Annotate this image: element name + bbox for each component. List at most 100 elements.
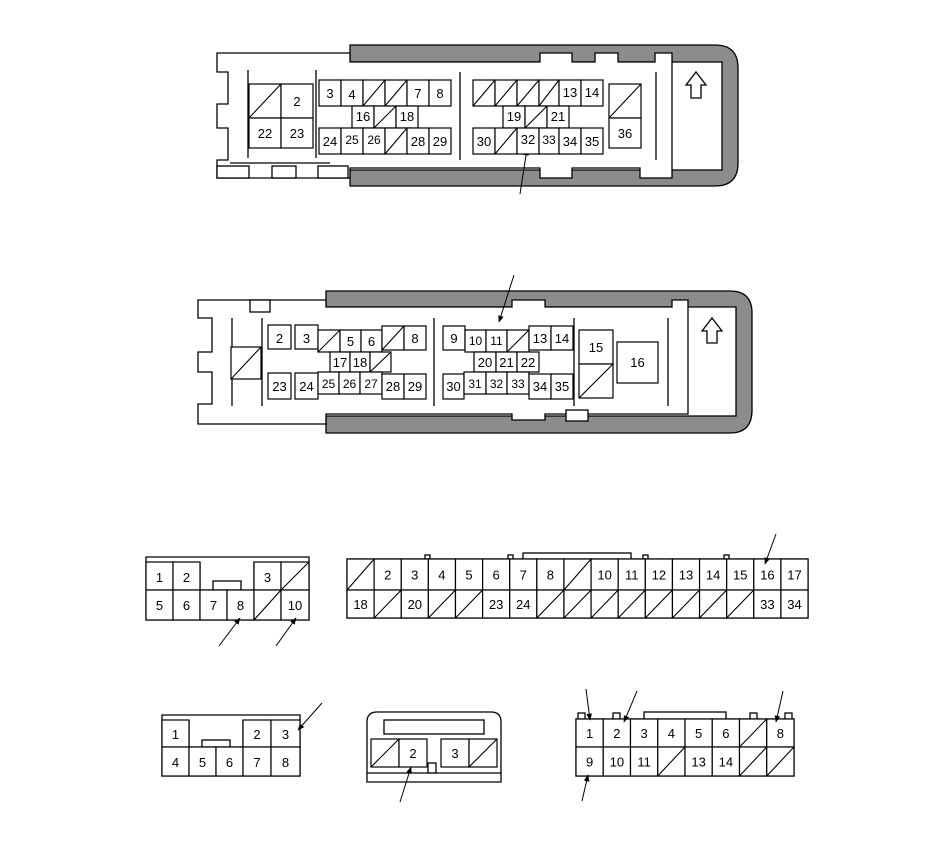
pin-label: 14	[706, 568, 720, 583]
empty-cavity-slash	[455, 589, 483, 619]
pin-label: 29	[433, 134, 447, 149]
pin-label: 1	[586, 726, 593, 741]
pin-cell	[753, 589, 782, 619]
pin-label: 23	[272, 379, 286, 394]
pin-label: 10	[469, 334, 483, 348]
pin-label: 24	[516, 597, 530, 612]
empty-cavity-slash	[373, 589, 402, 619]
pin-label: 30	[477, 134, 491, 149]
pin-label: 4	[172, 755, 179, 770]
pin-label: 12	[652, 568, 666, 583]
pin-label: 7	[520, 568, 527, 583]
pin-label: 20	[408, 597, 422, 612]
pointer-arrow-icon	[623, 690, 638, 723]
pin-label: 6	[368, 334, 375, 349]
pin-label: 14	[555, 331, 569, 346]
pointer-arrow-icon	[774, 690, 784, 723]
connector-b: 2 3 5 6 8 9 10 11 13 14 15 16 17 18 20 2…	[197, 274, 753, 434]
pin-label: 6	[183, 598, 190, 613]
pin-label: 3	[264, 570, 271, 585]
pointer-arrow-icon	[585, 688, 592, 721]
connector-b-body	[197, 299, 689, 425]
pin-label: 3	[451, 746, 458, 761]
pin-label: 6	[722, 726, 729, 741]
pin-label: 35	[555, 379, 569, 394]
pin-label: 26	[367, 133, 381, 147]
pin-label: 11	[637, 755, 651, 770]
empty-cavity-slash	[563, 558, 592, 591]
empty-cavity-slash	[739, 718, 768, 748]
pin-label: 26	[343, 377, 357, 391]
pin-label: 14	[585, 85, 599, 100]
pin-cell	[602, 746, 632, 777]
pin-label: 18	[353, 597, 367, 612]
pin-label: 4	[348, 87, 355, 102]
empty-cavity-slash	[536, 589, 565, 619]
empty-cavity-slash	[427, 589, 456, 619]
pin-cell	[671, 558, 701, 591]
pin-cell	[711, 746, 741, 777]
empty-cavity-slash	[657, 746, 686, 777]
pin-label: 23	[489, 597, 503, 612]
pin-cell	[482, 558, 511, 591]
pin-label: 7	[210, 598, 217, 613]
pin-label: 2	[253, 727, 260, 742]
pin-label: 34	[563, 134, 577, 149]
pin-label: 5	[199, 755, 206, 770]
pin-label: 13	[563, 85, 577, 100]
pin-label: 21	[551, 109, 565, 124]
pin-label: 3	[326, 86, 333, 101]
pin-label: 2	[409, 746, 416, 761]
pin-label: 5	[347, 334, 354, 349]
pin-label: 24	[323, 134, 337, 149]
pin-label: 2	[183, 570, 190, 585]
pin-label: 6	[226, 755, 233, 770]
pin-label: 8	[777, 726, 784, 741]
pin-cell	[509, 589, 538, 619]
pin-cell	[536, 558, 565, 591]
pin-label: 6	[493, 568, 500, 583]
pin-cell	[711, 718, 741, 748]
pin-cell	[575, 746, 604, 777]
pointer-arrow-icon	[764, 533, 777, 565]
pointer-arrow-icon	[275, 617, 297, 647]
pin-label: 33	[542, 133, 556, 147]
pin-label: 5	[156, 598, 163, 613]
pin-label: 2	[613, 726, 620, 741]
up-arrow-icon	[684, 70, 708, 99]
empty-cavity-slash	[346, 558, 375, 591]
pin-label: 25	[345, 133, 359, 147]
pin-label: 13	[533, 331, 547, 346]
pin-label: 30	[446, 379, 460, 394]
pointer-arrow-icon	[399, 766, 412, 803]
pin-label: 16	[630, 355, 644, 370]
pin-label: 2	[384, 568, 391, 583]
pin-label: 27	[364, 377, 378, 391]
empty-cavity-slash	[739, 746, 768, 777]
pin-cell	[427, 558, 457, 591]
pin-label: 15	[589, 340, 603, 355]
pin-label: 13	[679, 568, 693, 583]
pin-label: 8	[436, 86, 443, 101]
pin-label: 3	[641, 726, 648, 741]
pin-label: 32	[521, 132, 535, 147]
empty-cavity-slash	[672, 589, 700, 619]
pin-label: 21	[499, 355, 513, 370]
pin-cell	[617, 558, 646, 591]
pin-label: 17	[787, 568, 801, 583]
connector-b-shroud	[325, 290, 753, 434]
pin-label: 13	[691, 755, 705, 770]
pin-label: 9	[586, 755, 593, 770]
pin-cell	[657, 718, 686, 748]
pin-label: 32	[490, 377, 504, 391]
pin-label: 36	[618, 126, 632, 141]
connector-a: 2 3 4 7 8 13 14 16 18 19 21 22 23 24 25 …	[216, 44, 739, 195]
pointer-arrow-icon	[519, 148, 529, 195]
pin-label: 11	[625, 568, 639, 583]
pin-label: 18	[400, 109, 414, 124]
